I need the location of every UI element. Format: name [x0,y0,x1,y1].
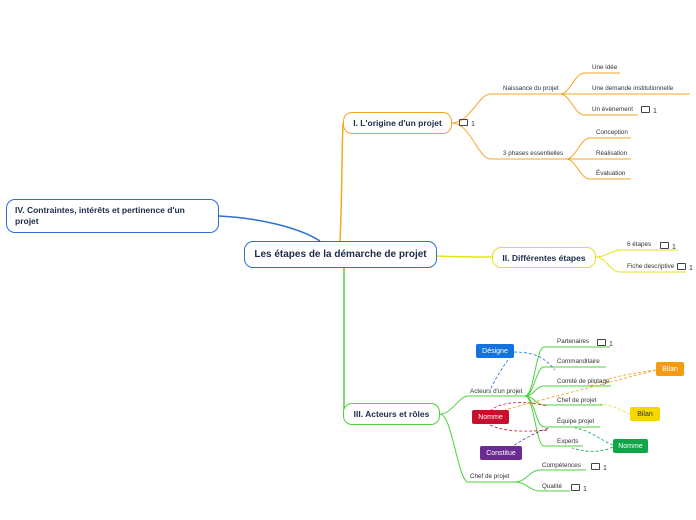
topic-equipe[interactable]: Équipe projet [557,418,595,425]
relation-nomme-green [574,427,614,446]
connector-central-b1 [339,122,344,242]
comment-evenement[interactable]: 1 [641,106,657,116]
comment-origine[interactable]: 1 [459,119,475,129]
topic-naissance[interactable]: Naissance du projet [503,85,559,92]
comment-icon [459,119,468,126]
branch-origine[interactable]: I. L'origine d'un projet [343,112,452,134]
branch-contraintes[interactable]: IV. Contraintes, intérêts et pertinence … [6,199,219,233]
comment-partenaires[interactable]: 1 [597,339,613,349]
comment-icon [660,242,669,249]
relation-bilan-yellow [599,403,631,415]
topic-fiche[interactable]: Fiche descriptive [627,263,675,270]
tag-nomme-green[interactable]: Nomme [613,439,648,453]
topic-comite[interactable]: Comité de pilotage [557,378,610,385]
comment-count: 1 [653,108,657,115]
topic-six-etapes[interactable]: 6 étapes [627,241,652,248]
tag-bilan-yellow[interactable]: Bilan [630,407,660,421]
topic-qualite[interactable]: Qualité [542,483,562,490]
topic-experts[interactable]: Experts [557,438,579,445]
topic-acteurs[interactable]: Acteurs d'un projet [470,388,523,395]
comment-six-etapes[interactable]: 1 [660,242,676,252]
topic-demande[interactable]: Une demande institutionnelle [592,85,674,92]
relation-constitue [509,427,551,449]
comment-icon [677,263,686,270]
topic-competences[interactable]: Compétences [542,462,581,469]
comment-icon [571,484,580,491]
relation-designe [513,351,556,371]
comment-fiche[interactable]: 1 [677,263,693,273]
topic-phases[interactable]: 3 phases essentielles [503,150,564,157]
comment-icon [641,106,650,113]
tag-nomme-red[interactable]: Nomme [472,410,509,424]
topic-evenement[interactable]: Un événement [592,106,633,113]
topic-realisation[interactable]: Réalisation [596,150,628,157]
topic-chef[interactable]: Chef de projet [557,397,597,404]
comment-count: 1 [471,121,475,128]
topic-chef-projet[interactable]: Chef de projet [470,473,510,480]
topic-commanditaire[interactable]: Commanditaire [557,358,600,365]
comment-icon [597,339,606,346]
tag-designe[interactable]: Désigne [476,344,514,358]
comment-count: 1 [689,265,693,272]
comment-icon [591,463,600,470]
comment-competences[interactable]: 1 [591,463,607,473]
comment-count: 1 [672,244,676,251]
topic-idee[interactable]: Une idée [592,64,618,71]
topic-evaluation[interactable]: Évaluation [596,170,626,177]
connector-central-b4 [218,215,321,242]
central-topic[interactable]: Les étapes de la démarche de projet [244,241,437,268]
comment-qualite[interactable]: 1 [571,484,587,494]
tag-constitue[interactable]: Constitue [480,446,522,460]
tag-bilan-orange[interactable]: Bilan [656,362,684,376]
branch-etapes[interactable]: II. Différentes étapes [492,247,596,268]
connector-central-b2 [436,255,493,258]
comment-count: 1 [583,486,587,493]
comment-count: 1 [603,465,607,472]
branch-acteurs[interactable]: III. Acteurs et rôles [343,403,440,425]
topic-partenaires[interactable]: Partenaires [557,338,590,345]
topic-conception[interactable]: Conception [596,129,628,136]
comment-count: 1 [609,341,613,348]
